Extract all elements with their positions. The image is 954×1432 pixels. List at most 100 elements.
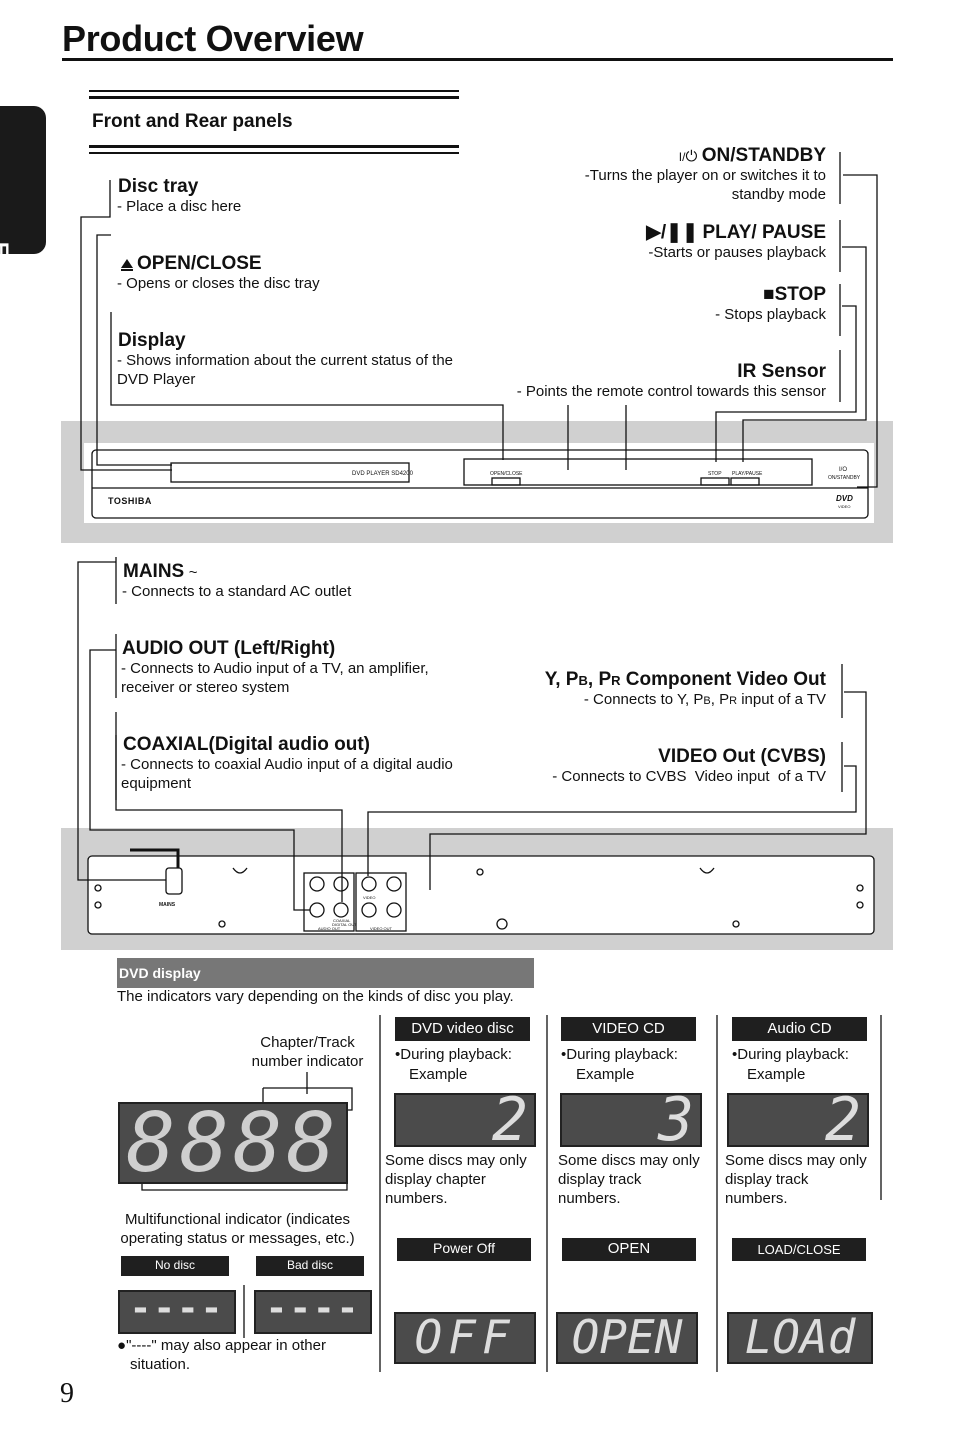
mains-suffix: ~ (188, 564, 198, 581)
on-standby-heading: I/⏻ ON/STANDBY (679, 145, 826, 167)
ir-sensor-label: IR Sensor (737, 361, 826, 382)
component-desc-a: - Connects to Y, P (583, 691, 704, 708)
on-standby-desc-2: standby mode (731, 186, 826, 203)
rear-video-out-text: VIDEO OUT (370, 926, 393, 931)
audio-out-desc-2: receiver or stereo system (121, 679, 290, 696)
play-pause-icon: ▶/❚❚ (646, 222, 698, 243)
col-dvd-n1: Some discs may only (385, 1152, 527, 1169)
col-vcd-n1: Some discs may only (558, 1152, 700, 1169)
col-acd-n3: numbers. (725, 1190, 788, 1207)
eject-icon (121, 259, 133, 268)
big-lcd: 8888 (118, 1096, 348, 1191)
display-desc-1: - Shows information about the current st… (117, 352, 454, 369)
state-power-off-title: Power Off (397, 1238, 531, 1261)
front-display-window (463, 458, 813, 486)
col-acd-l2: Example (747, 1066, 806, 1083)
dvd-display-header-bar: DVD display (117, 958, 534, 988)
big-lcd-digits: 8888 (126, 1096, 340, 1191)
rear-video-block (355, 872, 407, 932)
state-load-lcd: LOAd (727, 1310, 873, 1364)
col-acd-digit: 2 (824, 1085, 861, 1155)
open-close-label: OPEN/CLOSE (137, 253, 262, 274)
bullet-icon: ● (117, 1337, 127, 1354)
col-title-acd: Audio CD (732, 1017, 867, 1041)
power-icon: ⏻ (685, 148, 698, 165)
disc-tray-desc: - Place a disc here (117, 198, 242, 215)
brand-logo: TOSHIBA (108, 496, 152, 506)
stop-icon: ■ (763, 284, 775, 305)
dvd-display-intro: The indicators vary depending on the kin… (117, 988, 514, 1005)
state-power-off-lcd: OFF (394, 1310, 536, 1364)
disc-tray-label: Disc tray (118, 176, 199, 197)
language-tab: English (0, 106, 46, 325)
col-dvd-digit: 2 (491, 1085, 528, 1155)
col-dvd-n2: display chapter (385, 1171, 486, 1188)
state-open-title: OPEN (562, 1238, 696, 1261)
col-vcd-digit: 3 (657, 1085, 694, 1155)
component-y: Y, P (544, 669, 579, 690)
rear-audio-block (303, 872, 355, 932)
component-desc-e: input of a TV (737, 691, 826, 708)
note-1-text: "----" may also appear in other (126, 1337, 326, 1354)
state-load-title: LOAD/CLOSE (732, 1238, 866, 1261)
note-1: ●"----" may also appear in other (117, 1337, 326, 1354)
component-r: R (611, 673, 621, 688)
front-disc-tray (170, 462, 410, 483)
front-open-button (491, 477, 521, 486)
section-rule-top (89, 90, 459, 92)
col-title-vcd: VIDEO CD (561, 1017, 696, 1041)
video-out-desc: - Connects to CVBS Video input of a TV (552, 768, 826, 785)
state-open-lcd: OPEN (556, 1310, 698, 1364)
ir-sensor-desc: - Points the remote control towards this… (516, 383, 826, 400)
col-dvd-n3: numbers. (385, 1190, 448, 1207)
col-dvd-l1: •During playback: (395, 1046, 512, 1063)
chapter-label-1: Chapter/Track (260, 1034, 355, 1051)
component-desc: - Connects to Y, PB, PR input of a TV (584, 691, 826, 708)
front-stop-text: STOP (708, 471, 722, 477)
dvd-logo: DVD (836, 494, 853, 503)
front-power-text: I/O (839, 467, 848, 473)
page-number: 9 (60, 1378, 74, 1409)
component-sep: , P (587, 669, 612, 690)
col-vcd-l1: •During playback: (561, 1046, 678, 1063)
rear-mains-text: MAINS (159, 902, 176, 908)
front-model: DVD PLAYER SD4200 (352, 471, 413, 477)
multi-label-1: Multifunctional indicator (indicates (124, 1211, 351, 1228)
front-open-text: OPEN/CLOSE (490, 471, 523, 477)
power-prefix: I/ (678, 150, 686, 164)
section-rule-bottom (89, 145, 459, 148)
rear-device-body (87, 855, 875, 935)
section-title: Front and Rear panels (92, 111, 293, 132)
bad-disc-label: Bad disc (256, 1256, 364, 1276)
video-out-label: VIDEO Out (CVBS) (658, 746, 826, 767)
rear-video-text: VIDEO (363, 895, 376, 900)
state-open-text: OPEN (571, 1310, 683, 1364)
coaxial-label: COAXIAL(Digital audio out) (123, 734, 370, 755)
note-2: situation. (130, 1356, 191, 1373)
col-vcd-lcd: 3 (560, 1085, 702, 1155)
display-desc-2: DVD Player (117, 371, 196, 388)
coaxial-desc-2: equipment (121, 775, 192, 792)
col-dvd-lcd: 2 (394, 1085, 536, 1155)
component-desc-c: , P (710, 691, 730, 708)
component-heading: Y, PB, PR Component Video Out (545, 669, 826, 691)
state-power-off-text: OFF (414, 1310, 516, 1364)
page-title: Product Overview (62, 18, 364, 59)
on-standby-desc-1: -Turns the player on or switches it to (584, 167, 826, 184)
state-load-text: LOAd (744, 1310, 856, 1364)
multi-label-2: operating status or messages, etc.) (120, 1230, 355, 1247)
dvd-display-header: DVD display (119, 965, 201, 981)
col-acd-l1: •During playback: (732, 1046, 849, 1063)
front-play-button (730, 477, 760, 486)
on-standby-label: ON/STANDBY (701, 145, 826, 166)
front-stop-button (700, 477, 730, 486)
col-title-dvd: DVD video disc (395, 1017, 530, 1041)
play-pause-desc: -Starts or pauses playback (648, 244, 826, 261)
component-desc-b: B (703, 695, 711, 707)
stop-label: STOP (774, 284, 826, 305)
no-disc-dash: ---- (129, 1288, 225, 1329)
audio-out-desc-1: - Connects to Audio input of a TV, an am… (121, 660, 429, 677)
front-device-body (91, 449, 869, 519)
rear-digital-text: DIGITAL OUT (332, 922, 357, 927)
